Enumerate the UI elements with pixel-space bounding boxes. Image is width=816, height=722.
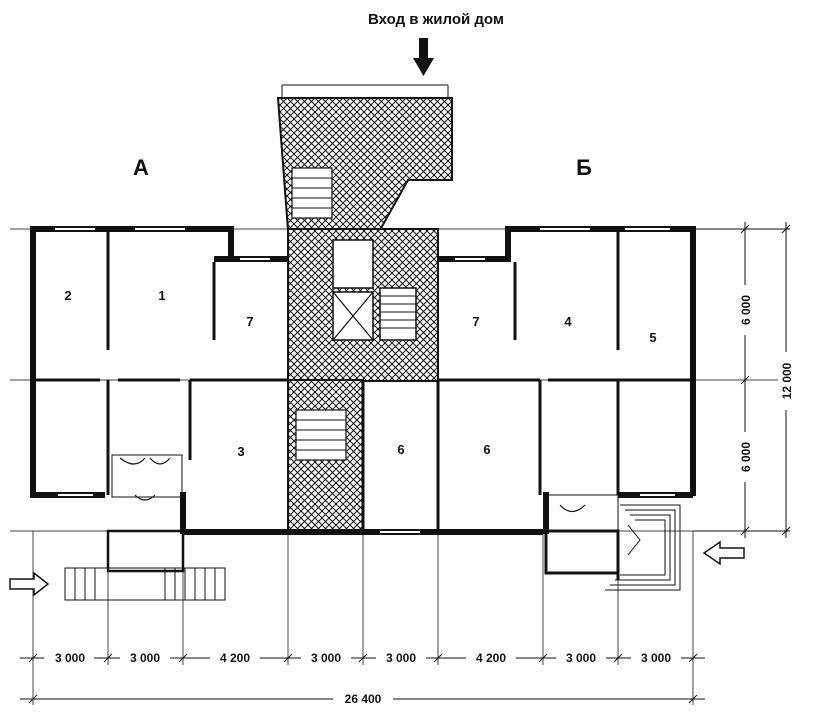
dim-label-bottom-4: 3 000 [311, 651, 341, 665]
room-label-2: 2 [64, 288, 71, 303]
dim-label-bottom-3: 4 200 [220, 651, 250, 665]
dim-label-right-bottom: 6 000 [739, 442, 753, 472]
dim-label-bottom-5: 3 000 [386, 651, 416, 665]
dim-label-bottom-2: 3 000 [130, 651, 160, 665]
arrow-left-icon [702, 540, 745, 566]
room-label-6b: 6 [483, 442, 490, 457]
entrance-arrow-icon [413, 38, 434, 76]
arrow-right-icon [9, 571, 50, 597]
dim-label-bottom-6: 4 200 [476, 651, 506, 665]
dim-label-bottom-1: 3 000 [55, 651, 85, 665]
stair-core [276, 84, 453, 533]
dim-label-right-top: 6 000 [739, 295, 753, 325]
exterior-walls [30, 226, 696, 535]
dim-label-right-total: 12 000 [780, 362, 794, 399]
section-label-b: Б [576, 155, 592, 180]
room-label-3: 3 [237, 444, 244, 459]
vestibule-b [544, 494, 681, 591]
dimension-labels-right: 6 000 6 000 12 000 [737, 285, 794, 482]
room-label-5: 5 [649, 330, 656, 345]
dim-label-bottom-8: 3 000 [641, 651, 671, 665]
room-label-1: 1 [158, 288, 165, 303]
dimension-labels-bottom: 3 000 3 000 4 200 3 000 3 000 4 200 3 00… [44, 650, 681, 706]
dim-label-bottom-7: 3 000 [566, 651, 596, 665]
room-label-7a: 7 [246, 314, 253, 329]
section-label-a: А [133, 155, 149, 180]
dim-label-total: 26 400 [345, 692, 382, 706]
room-label-7b: 7 [472, 314, 479, 329]
entrance-steps-a [64, 567, 226, 601]
interior-walls [36, 232, 690, 531]
room-label-6a: 6 [397, 442, 404, 457]
entrance-label: Вход в жилой дом [368, 11, 504, 28]
room-label-4: 4 [564, 314, 572, 329]
vestibule-a [106, 454, 185, 573]
